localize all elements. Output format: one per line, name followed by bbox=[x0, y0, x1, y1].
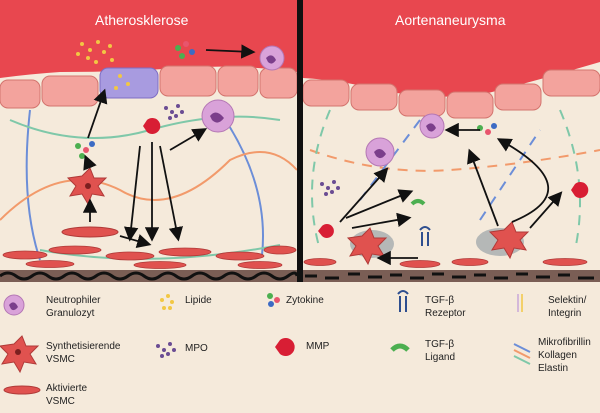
legend-lipide-icon bbox=[160, 294, 174, 310]
legend-synth-vsmc-icon bbox=[0, 335, 40, 374]
left-lumen bbox=[0, 0, 297, 78]
right-panel-title: Aortenaneurysma bbox=[395, 12, 506, 28]
legend-mmp-icon bbox=[275, 338, 295, 356]
right-tgf-receptor bbox=[419, 226, 431, 246]
right-fragmented-lamina bbox=[305, 272, 594, 280]
arrow-to-neutrophil-top bbox=[205, 44, 256, 59]
legend-zytokine-icon bbox=[267, 293, 280, 307]
left-neutrophil-mid bbox=[201, 99, 235, 133]
right-neutrophil-2 bbox=[419, 113, 445, 139]
left-lipid-cloud bbox=[76, 40, 130, 90]
right-mmp-2 bbox=[318, 223, 334, 239]
right-synth-vsmc-2 bbox=[476, 221, 530, 260]
right-cytokines bbox=[477, 123, 497, 135]
left-neutrophil-top bbox=[259, 45, 285, 71]
left-vsmc-layer bbox=[2, 245, 297, 269]
legend-activated-vsmc-icon bbox=[3, 385, 41, 395]
right-lumen bbox=[303, 0, 600, 97]
legend-tgf-receptor-icon bbox=[397, 290, 409, 312]
legend-background bbox=[0, 282, 600, 413]
left-mpo-cluster bbox=[164, 104, 184, 120]
right-mmp-1 bbox=[571, 181, 589, 198]
legend-mpo-label: MPO bbox=[185, 343, 208, 354]
right-endothelium bbox=[302, 69, 600, 119]
legend-lipide-label: Lipide bbox=[185, 295, 212, 306]
left-panel-title: Atherosklerose bbox=[95, 12, 189, 28]
right-vsmc-layer bbox=[303, 258, 588, 268]
panel-divider bbox=[297, 0, 303, 282]
left-activated-vsmc bbox=[61, 226, 119, 238]
legend-selektin-label: Selektin/Integrin bbox=[548, 295, 587, 319]
left-cytokine-cluster bbox=[175, 41, 195, 59]
legend-mmp-label: MMP bbox=[306, 341, 330, 352]
right-arrows bbox=[339, 122, 563, 266]
left-mmp bbox=[143, 118, 161, 134]
left-elastic-lamina bbox=[0, 271, 299, 281]
right-neutrophil-1 bbox=[365, 137, 395, 167]
legend-fibers-icon bbox=[513, 343, 531, 365]
right-mpo-cluster bbox=[320, 180, 340, 196]
legend-zytokine-label: Zytokine bbox=[286, 295, 324, 306]
right-tgf-ligand bbox=[410, 199, 426, 206]
legend-mpo-icon bbox=[156, 342, 176, 358]
legend-neutrophil-icon bbox=[3, 294, 25, 316]
legend-selektin-icon bbox=[517, 294, 523, 312]
left-arrows bbox=[82, 88, 208, 248]
left-synth-vsmc bbox=[66, 167, 108, 206]
legend-tgf-ligand-icon bbox=[390, 343, 410, 352]
